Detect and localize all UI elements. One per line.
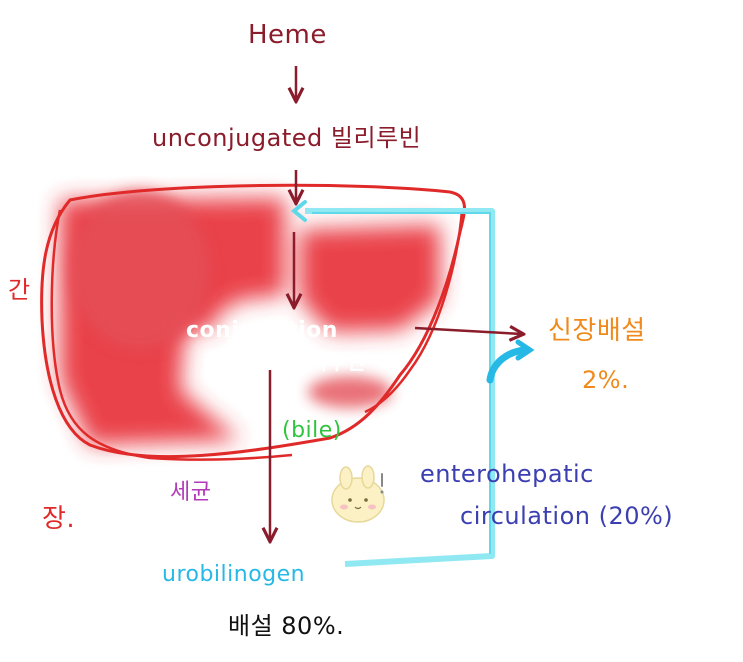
urobilinogen-label: urobilinogen xyxy=(162,562,306,587)
bile-label: (bile) xyxy=(282,418,342,443)
enterohepatic-loop xyxy=(305,208,495,567)
circulation-percent-label: circulation (20%) xyxy=(460,502,674,530)
bacteria-label: 세균 xyxy=(170,480,212,505)
bunny-mascot-icon xyxy=(331,465,385,523)
liver-outline-inner xyxy=(50,209,293,461)
fecal-excretion-label: 배설 80%. xyxy=(228,612,345,640)
renal-excretion-label: 신장배설 xyxy=(548,316,646,346)
renal-return-arrowhead xyxy=(515,339,535,361)
enterohepatic-arrowhead xyxy=(290,200,307,222)
liver-outline-right xyxy=(364,209,464,414)
arrow-to-renal xyxy=(414,328,522,334)
liver-label: 간 xyxy=(8,276,31,304)
renal-excretion-percent: 2%. xyxy=(582,366,630,394)
heme-label: Heme xyxy=(248,20,327,50)
enterohepatic-loop-core xyxy=(312,212,491,554)
renal-return-arrow xyxy=(486,346,529,384)
enterohepatic-label: enterohepatic xyxy=(420,460,594,488)
conjugated-bilirubin-label: 빌리루빈 xyxy=(290,350,366,374)
unconjugated-bilirubin-label: unconjugated 빌리루빈 xyxy=(152,124,422,152)
intestine-label: 장. xyxy=(42,504,76,534)
conjugation-label: conjugation xyxy=(186,318,338,343)
liver-shading xyxy=(60,190,440,445)
liver-outline xyxy=(40,183,466,459)
